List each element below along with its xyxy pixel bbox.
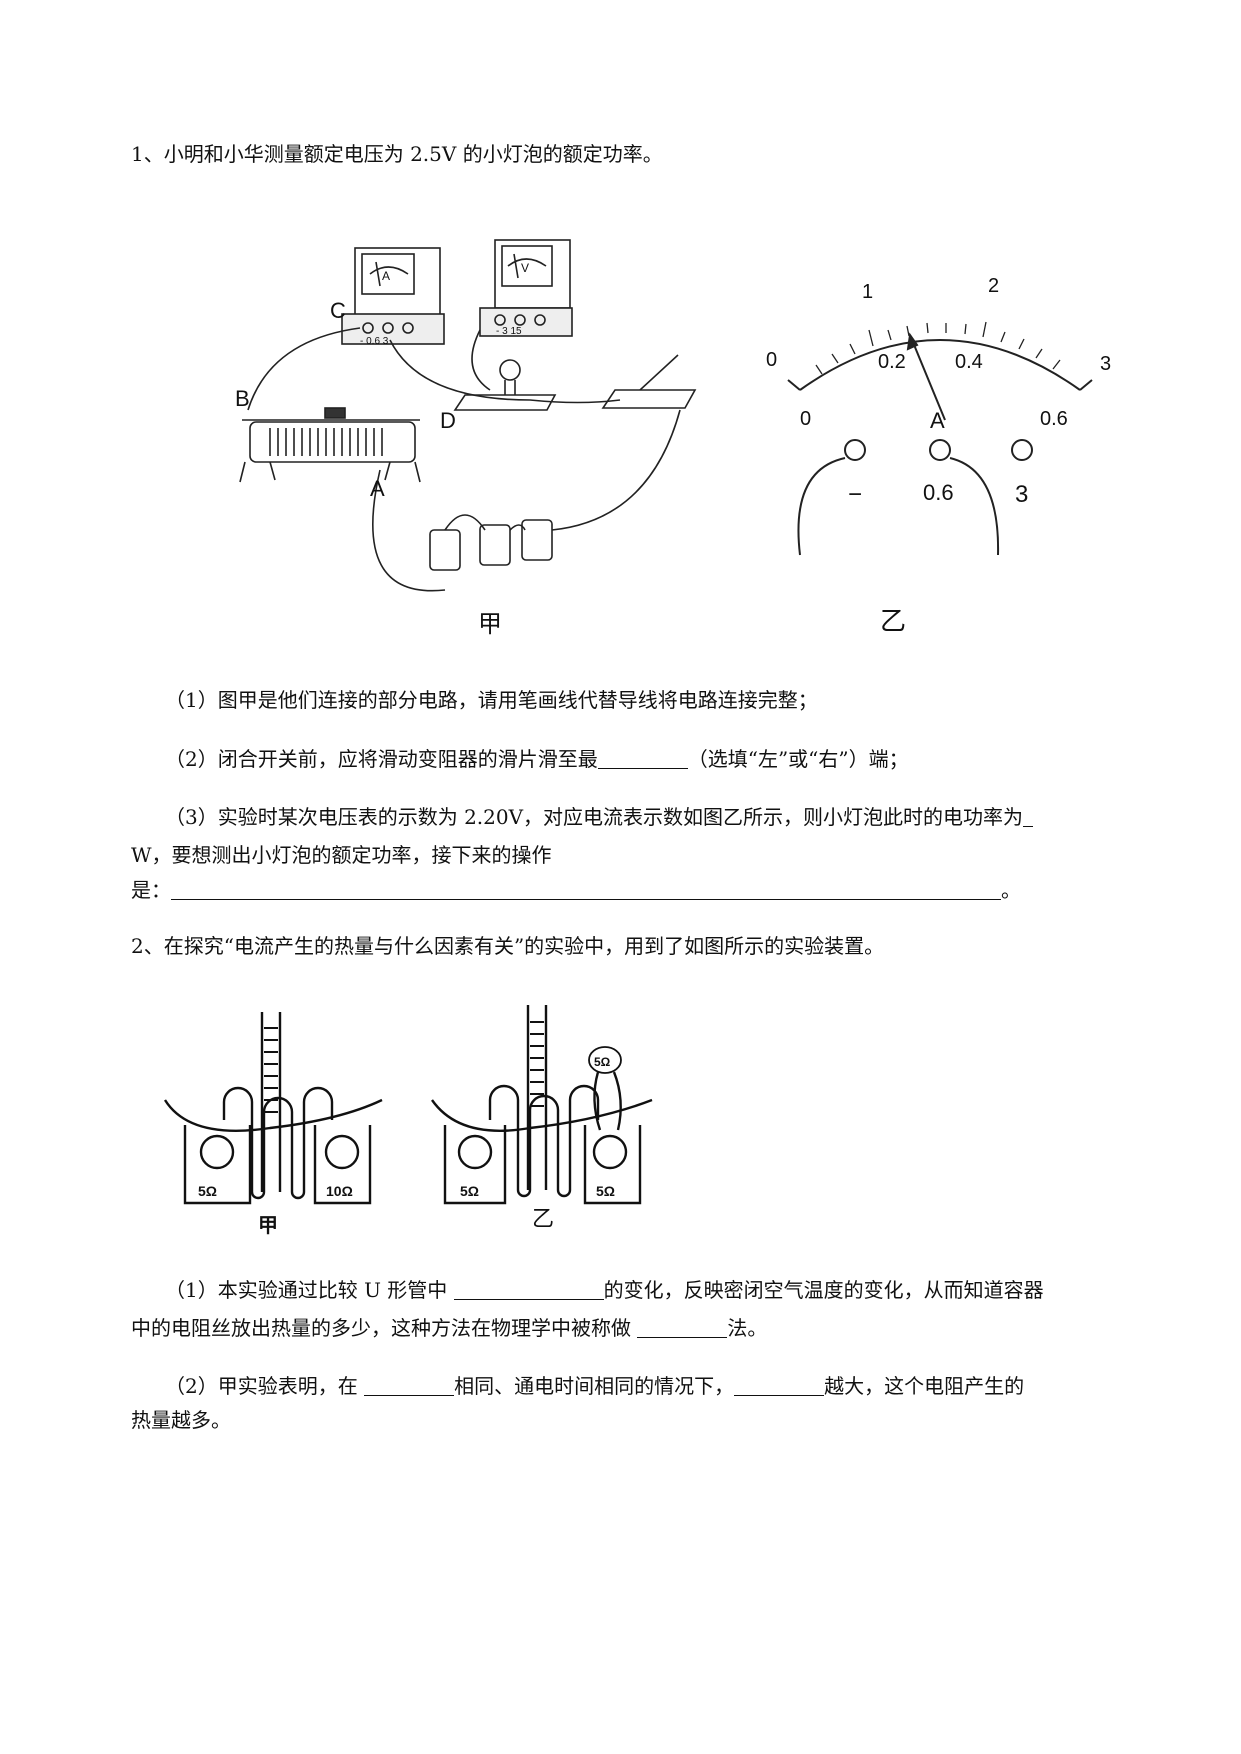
bottom-scale-02: 0.2 bbox=[878, 351, 906, 373]
top-scale-3: 3 bbox=[1100, 353, 1111, 375]
q1-sub1: （1）图甲是他们连接的部分电路，请用笔画线代替导线将电路连接完整； bbox=[165, 688, 818, 712]
battery-icon bbox=[429, 519, 553, 571]
ammeter-letter: A bbox=[382, 269, 390, 283]
pointer-label: A bbox=[930, 408, 945, 433]
ammeter-icon bbox=[341, 247, 445, 345]
q2-sub1-line1: （1）本实验通过比较 U 形管中 的变化，反映密闭空气温度的变化，从而知道容器 bbox=[165, 1276, 1044, 1304]
q2-sub1-text-b: 的变化，反映密闭空气温度的变化，从而知道容器 bbox=[603, 1278, 1044, 1302]
q1-sub3-line3: 是： 。 bbox=[131, 876, 1021, 904]
q2-sub2-line2: 热量越多。 bbox=[131, 1408, 231, 1432]
right-r2-label: 5Ω bbox=[596, 1183, 615, 1199]
q1-sub3-text-c: 是： bbox=[131, 878, 171, 902]
voltmeter-letter: V bbox=[521, 261, 529, 275]
terminal-3: 3 bbox=[1015, 481, 1028, 508]
q2-sub1-line2: 中的电阻丝放出热量的多少，这种方法在物理学中被称做 法。 bbox=[131, 1314, 767, 1342]
bottom-scale-04: 0.4 bbox=[955, 351, 983, 373]
q2-sub2-blank-2[interactable] bbox=[734, 1375, 825, 1396]
ammeter-terminals: - 0.6 3 bbox=[360, 336, 389, 347]
caption-jia-2: 甲 bbox=[258, 1215, 278, 1237]
q2-stem: 2、在探究“电流产生的热量与什么因素有关”的实验中，用到了如图所示的实验装置。 bbox=[131, 934, 885, 958]
left-r1-label: 5Ω bbox=[198, 1183, 217, 1199]
voltmeter-terminals: - 3 15 bbox=[496, 326, 522, 337]
label-D: D bbox=[440, 408, 456, 433]
terminal-neg: − bbox=[848, 481, 862, 508]
q1-sub3-line2: W，要想测出小灯泡的额定功率，接下来的操作 bbox=[131, 843, 552, 867]
left-r2-label: 10Ω bbox=[326, 1183, 353, 1199]
right-r1-label: 5Ω bbox=[460, 1183, 479, 1199]
q1-sub3-text-a: （3）实验时某次电压表的示数为 2.20V，对应电流表示数如图乙所示，则小灯泡此… bbox=[165, 805, 1024, 829]
q1-stem: 1、小明和小华测量额定电压为 2.5V 的小灯泡的额定功率。 bbox=[131, 142, 663, 166]
rheostat-icon bbox=[239, 407, 421, 483]
bulb-icon bbox=[453, 359, 557, 411]
label-C: C bbox=[330, 298, 346, 323]
q1-sub3-blank-operation[interactable] bbox=[171, 879, 1001, 900]
voltmeter-icon bbox=[479, 239, 573, 337]
circuit-figure: C B D A A V - 0.6 3 - 3 15 甲 bbox=[235, 239, 697, 638]
top-scale-1: 1 bbox=[862, 281, 873, 303]
label-A: A bbox=[370, 476, 385, 501]
right-parallel-label: 5Ω bbox=[594, 1055, 611, 1069]
label-B: B bbox=[235, 386, 250, 411]
q2-sub1-text-a: （1）本实验通过比较 U 形管中 bbox=[165, 1278, 448, 1302]
bottom-scale-06: 0.6 bbox=[1040, 408, 1068, 430]
q2-sub1-blank-1[interactable] bbox=[453, 1279, 604, 1300]
caption-yi-2: 乙 bbox=[532, 1206, 554, 1231]
top-scale-0: 0 bbox=[766, 349, 777, 371]
q2-sub2-text-c: 越大，这个电阻产生的 bbox=[824, 1374, 1025, 1398]
q2-sub2-line1: （2）甲实验表明，在 相同、通电时间相同的情况下， 越大，这个电阻产生的 bbox=[165, 1372, 1024, 1400]
q1-sub2-blank[interactable] bbox=[597, 748, 688, 769]
q1-sub3-blank-power[interactable] bbox=[1023, 806, 1034, 827]
q2-sub1-text-d: 法。 bbox=[727, 1316, 768, 1340]
q1-sub3-line1: （3）实验时某次电压表的示数为 2.20V，对应电流表示数如图乙所示，则小灯泡此… bbox=[165, 803, 1034, 831]
ammeter-dial-figure: 0 1 2 3 0 0.2 0.4 0.6 A − 0.6 3 乙 bbox=[766, 275, 1111, 636]
q1-sub3-end: 。 bbox=[1001, 878, 1021, 902]
q2-sub1-blank-2[interactable] bbox=[637, 1317, 728, 1338]
terminal-06: 0.6 bbox=[923, 480, 954, 505]
caption-jia: 甲 bbox=[478, 611, 502, 638]
heating-figure: 5Ω 10Ω 5Ω 5Ω 5Ω 甲 乙 bbox=[163, 1005, 653, 1237]
bottom-scale-0: 0 bbox=[800, 408, 811, 430]
q2-sub1-text-c: 中的电阻丝放出热量的多少，这种方法在物理学中被称做 bbox=[131, 1316, 631, 1340]
q2-sub2-text-a: （2）甲实验表明，在 bbox=[165, 1374, 358, 1398]
q1-sub2: （2）闭合开关前，应将滑动变阻器的滑片滑至最 （选填“左”或“右”）端； bbox=[165, 745, 909, 773]
q2-sub2-text-b: 相同、通电时间相同的情况下， bbox=[454, 1374, 735, 1398]
q1-sub2-text-a: （2）闭合开关前，应将滑动变阻器的滑片滑至最 bbox=[165, 747, 598, 771]
q1-sub2-text-b: （选填“左”或“右”）端； bbox=[687, 747, 909, 771]
caption-yi: 乙 bbox=[880, 606, 906, 636]
top-scale-2: 2 bbox=[988, 275, 999, 297]
q2-sub2-blank-1[interactable] bbox=[364, 1375, 455, 1396]
